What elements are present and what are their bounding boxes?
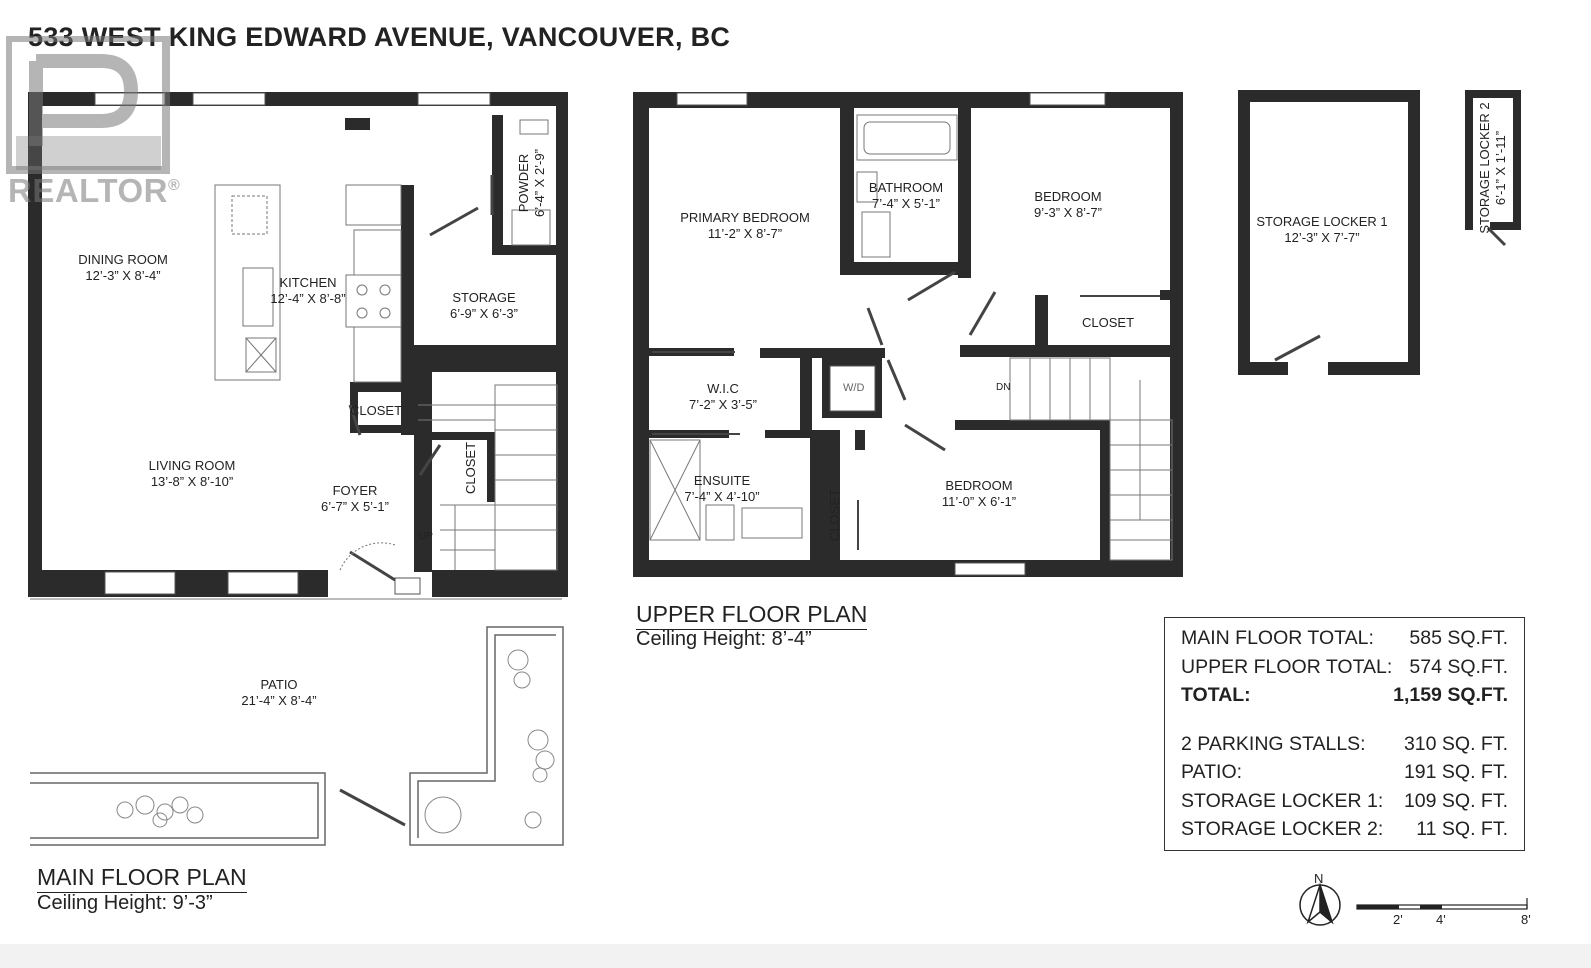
scale-label-2: 2' [1393,912,1403,927]
stairs-up-label: UP [419,531,433,542]
main-floor-plan-title: MAIN FLOOR PLAN [37,864,247,893]
room-closet-main-1: CLOSET [349,403,403,418]
area-row-parking: 2 PARKING STALLS:310 SQ. FT. [1181,732,1508,755]
area-summary-table: MAIN FLOOR TOTAL:585 SQ.FT. UPPER FLOOR … [1164,617,1525,851]
north-arrow-icon [1299,882,1341,926]
stairs-down-label: DN [996,382,1011,393]
footer-strip [0,944,1591,968]
room-closet-main-2: CLOSET [463,441,478,495]
area-row-upper-total: UPPER FLOOR TOTAL:574 SQ.FT. [1181,655,1508,678]
storage-locker-walls [1238,90,1521,375]
area-row-total: TOTAL:1,159 SQ.FT. [1181,684,1508,706]
upper-floor-plan-title: UPPER FLOOR PLAN [636,601,868,630]
area-row-patio: PATIO:191 SQ. FT. [1181,761,1508,783]
scale-label-4: 4' [1436,912,1446,927]
north-label: N [1314,871,1324,886]
area-row-main-total: MAIN FLOOR TOTAL:585 SQ.FT. [1181,627,1508,649]
room-closet-upper-2: CLOSET [827,488,842,542]
scale-label-8: 8' [1521,912,1531,927]
realtor-logo-icon [6,36,170,174]
area-row-locker-1: STORAGE LOCKER 1:109 SQ. FT. [1181,789,1508,812]
scale-bar [1356,898,1528,910]
realtor-watermark: REALTOR® [8,172,181,209]
main-floor-ceiling-height: Ceiling Height: 9’-3” [37,892,213,914]
washer-dryer-label: W/D [843,382,865,394]
upper-floor-ceiling-height: Ceiling Height: 8’-4” [636,628,812,650]
room-closet-upper: CLOSET [1081,315,1135,330]
area-row-locker-2: STORAGE LOCKER 2:11 SQ. FT. [1181,818,1508,840]
